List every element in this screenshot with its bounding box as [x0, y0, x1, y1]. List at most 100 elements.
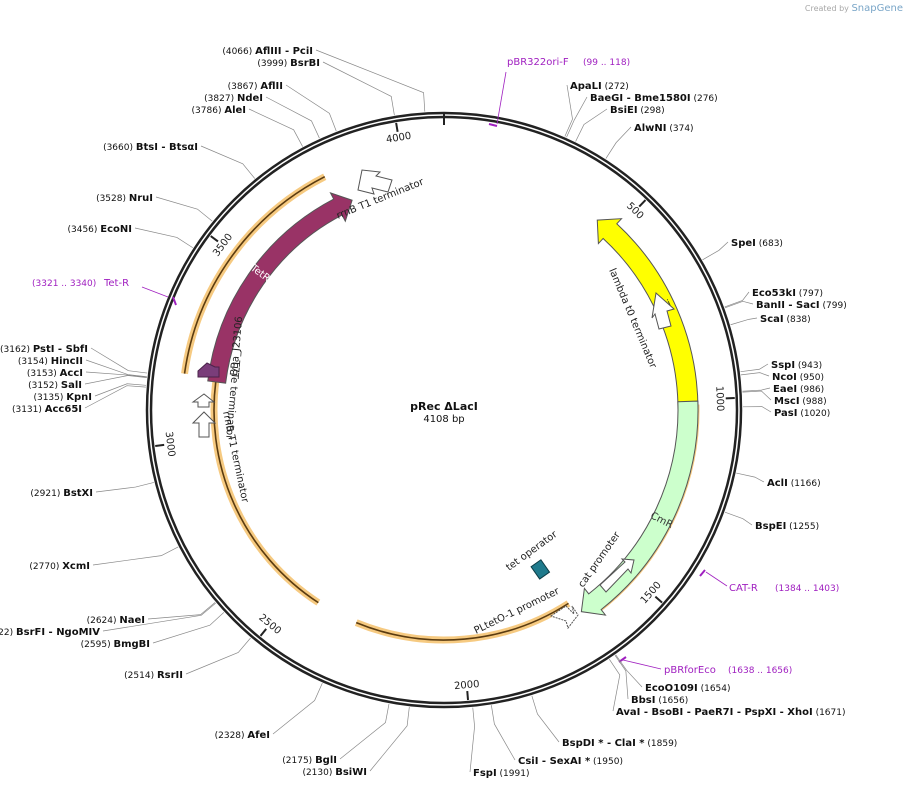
- site-btsi[interactable]: (3660) BtsI - BtsαI: [103, 142, 198, 153]
- site-psti[interactable]: (3162) PstI - SbfI: [0, 344, 88, 355]
- site-label: AlwNI (374): [634, 123, 694, 134]
- primer-label-tet-r[interactable]: (3321 .. 3340) Tet-R: [32, 278, 129, 289]
- site-acci[interactable]: (3153) AccI: [27, 368, 83, 379]
- site-spei[interactable]: SpeI (683): [731, 238, 783, 249]
- t7te-terminator-icon[interactable]: [191, 393, 216, 408]
- site-hincii[interactable]: (3154) HincII: [18, 356, 83, 367]
- site-bbsi[interactable]: BbsI (1656): [631, 695, 688, 706]
- site-msci[interactable]: MscI (988): [774, 396, 827, 407]
- label-bba-j23106[interactable]: BBa_J23106: [229, 316, 245, 376]
- bba-j23106-icon[interactable]: [197, 362, 220, 378]
- site-enzyme: RsrII: [157, 670, 183, 681]
- site-xcmi[interactable]: (2770) XcmI: [29, 561, 90, 572]
- site-aflii[interactable]: (3867) AflII: [228, 81, 283, 92]
- ruler-tick-label: 3000: [163, 431, 177, 458]
- site-acc65i[interactable]: (3131) Acc65I: [12, 404, 82, 415]
- site-leader: [566, 96, 588, 138]
- site-enzyme: XcmI: [62, 561, 90, 572]
- site-afliii[interactable]: (4066) AflIII - PciI: [222, 46, 313, 57]
- site-label: ScaI (838): [760, 314, 811, 325]
- site-bmgbi[interactable]: (2595) BmgBI: [81, 639, 150, 650]
- site-leader: [469, 707, 475, 773]
- ruler-tick: [259, 628, 267, 637]
- site-leader: [152, 612, 225, 644]
- site-acli[interactable]: AclI (1166): [767, 478, 821, 489]
- site-leader: [84, 375, 147, 385]
- site-nrui[interactable]: (3528) NruI: [96, 193, 153, 204]
- site-apali[interactable]: ApaLI (272): [570, 81, 629, 92]
- site-enzyme: BmgBI: [113, 639, 150, 650]
- feature-arrow-ori[interactable]: [596, 218, 699, 413]
- site-label: (3827) NdeI: [204, 93, 263, 104]
- site-sspi[interactable]: SspI (943): [771, 360, 822, 371]
- site-leader: [339, 703, 390, 760]
- site-position: (986): [797, 385, 824, 395]
- rrnb-t1-terminator-top-icon[interactable]: [357, 169, 393, 195]
- site-ecoo109i[interactable]: EcoO109I (1654): [645, 683, 731, 694]
- primer-range: (99 .. 118): [583, 58, 630, 68]
- site-fspi[interactable]: FspI (1991): [473, 768, 529, 779]
- site-bsrfi[interactable]: (2622) BsrFI - NgoMIV: [0, 627, 100, 638]
- site-ndei[interactable]: (3827) NdeI: [204, 93, 263, 104]
- site-kpni[interactable]: (3135) KpnI: [33, 392, 92, 403]
- ruler-tick-label: 2000: [454, 679, 480, 692]
- site-afei[interactable]: (2328) AfeI: [215, 730, 270, 741]
- site-label: (3999) BsrBI: [257, 58, 320, 69]
- site-extra: - SbfI: [54, 344, 88, 355]
- site-rsrii[interactable]: (2514) RsrII: [124, 670, 183, 681]
- site-eco53ki[interactable]: Eco53kI (797): [752, 288, 823, 299]
- site-ncoi[interactable]: NcoI (950): [772, 372, 824, 383]
- primer-leader-pbrforeco: [622, 659, 662, 670]
- site-bspei[interactable]: BspEI (1255): [755, 521, 819, 532]
- site-leader: [200, 145, 256, 179]
- primer-label-pbr322ori-f[interactable]: pBR322ori-F (99 .. 118): [507, 57, 630, 68]
- site-enzyme: ApaLI: [570, 81, 602, 92]
- site-eaei[interactable]: EaeI (986): [773, 384, 824, 395]
- site-position: (3867): [228, 82, 261, 92]
- primer-label-cat-r[interactable]: CAT-R (1384 .. 1403): [729, 583, 839, 594]
- site-bsrbi[interactable]: (3999) BsrBI: [257, 58, 320, 69]
- site-label: BanII - SacI (799): [756, 300, 847, 311]
- primer-label-pbrforeco[interactable]: pBRforEco (1638 .. 1656): [664, 665, 792, 676]
- site-baegi[interactable]: BaeGI - Bme1580I (276): [590, 93, 718, 104]
- site-position: (3660): [103, 143, 136, 153]
- site-bsiwi[interactable]: (2130) BsiWI: [302, 767, 367, 778]
- site-leader: [491, 705, 516, 761]
- site-enzyme: NdeI: [237, 93, 263, 104]
- cat-promoter-icon[interactable]: [599, 558, 635, 593]
- site-scai[interactable]: ScaI (838): [760, 314, 811, 325]
- site-position: (2328): [215, 731, 248, 741]
- feature-arrow-tetr[interactable]: [207, 192, 353, 384]
- lambda-t0-terminator-icon[interactable]: [651, 292, 676, 330]
- site-label: AvaI - BsoBI - PaeR7I - PspXI - XhoI (16…: [616, 707, 846, 718]
- pltetO-1-promoter-icon[interactable]: [549, 605, 579, 630]
- site-label: (2921) BstXI: [30, 488, 93, 499]
- site-label: (2595) BmgBI: [81, 639, 150, 650]
- site-alei[interactable]: (3786) AleI: [192, 105, 246, 116]
- site-sali[interactable]: (3152) SalI: [28, 380, 82, 391]
- tet-operator-icon[interactable]: [530, 559, 551, 580]
- site-position: (1671): [813, 708, 846, 718]
- site-position: (272): [602, 82, 629, 92]
- site-csii[interactable]: CsiI - SexAI * (1950): [518, 756, 623, 767]
- site-position: (2595): [81, 640, 114, 650]
- site-bspdi-[interactable]: BspDI * - ClaI * (1859): [562, 738, 677, 749]
- site-alwni[interactable]: AlwNI (374): [634, 123, 694, 134]
- site-leader: [265, 96, 320, 139]
- rrnb-t1-terminator-left-icon[interactable]: [191, 411, 217, 438]
- site-avai[interactable]: AvaI - BsoBI - PaeR7I - PspXI - XhoI (16…: [616, 707, 846, 718]
- site-enzyme: BspEI: [755, 521, 786, 532]
- site-bsiei[interactable]: BsiEI (298): [610, 105, 665, 116]
- site-econi[interactable]: (3456) EcoNI: [67, 224, 132, 235]
- site-position: (3827): [204, 94, 237, 104]
- site-pasi[interactable]: PasI (1020): [774, 408, 830, 419]
- site-banii[interactable]: BanII - SacI (799): [756, 300, 847, 311]
- site-enzyme: NruI: [129, 193, 153, 204]
- site-leader: [272, 682, 323, 735]
- site-enzyme: BbsI: [631, 695, 655, 706]
- site-naei[interactable]: (2624) NaeI: [87, 615, 145, 626]
- site-leader: [702, 241, 729, 261]
- feature-arrow-cmr[interactable]: [580, 400, 699, 616]
- site-bgli[interactable]: (2175) BglI: [282, 755, 337, 766]
- site-bstxi[interactable]: (2921) BstXI: [30, 488, 93, 499]
